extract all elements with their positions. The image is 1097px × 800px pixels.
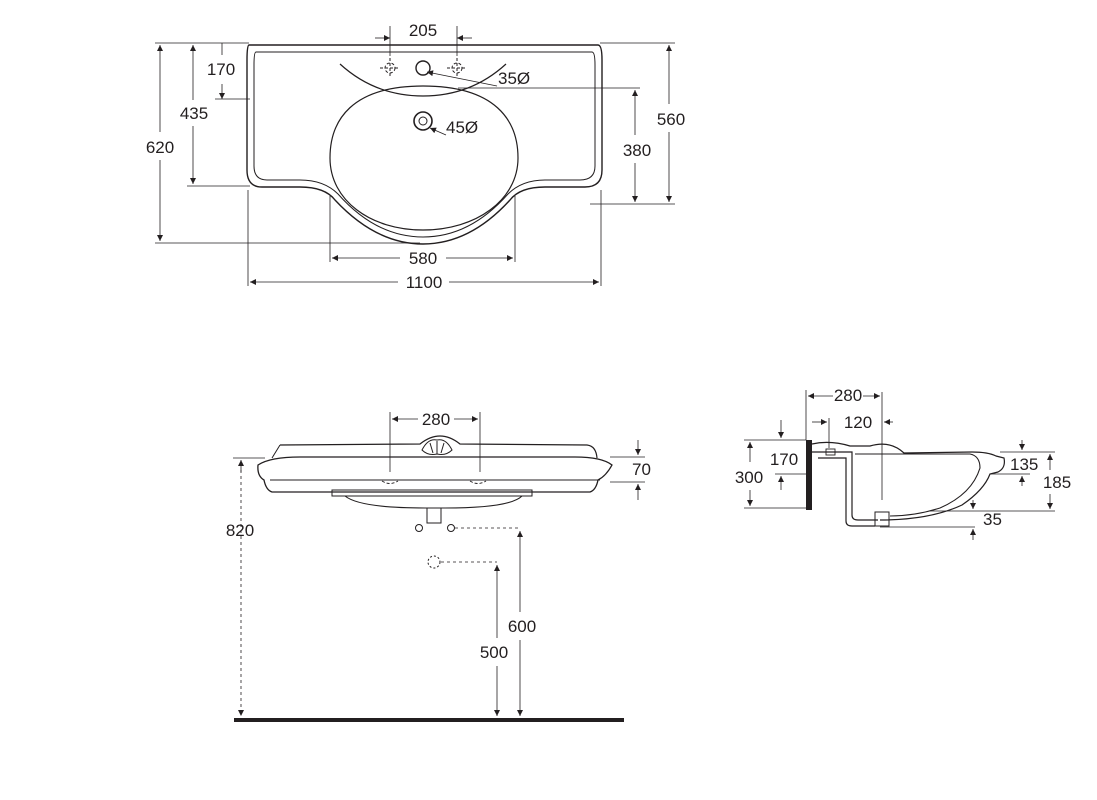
dim-side-wall-offset: 170 <box>770 450 798 469</box>
dim-tap-hole-offset: 170 <box>207 60 235 79</box>
dim-side-bowl-depth: 135 <box>1010 455 1038 474</box>
front-bowl <box>344 495 523 509</box>
dim-side-depth: 560 <box>657 110 685 129</box>
dim-install-height: 820 <box>226 521 254 540</box>
waste-outlet-icon <box>427 555 441 569</box>
side-bowl <box>855 453 981 517</box>
supply-right-icon <box>447 524 455 532</box>
side-basin-top <box>811 441 1005 521</box>
supply-left-icon <box>415 524 423 532</box>
dim-rim-height: 70 <box>632 460 651 479</box>
front-view: 280 70 820 600 500 <box>226 410 651 722</box>
tap-hole-right <box>447 58 467 78</box>
dim-supply-height: 600 <box>508 617 536 636</box>
floor-line <box>234 718 624 722</box>
dim-front-tap-spacing: 280 <box>422 410 450 429</box>
dim-bowl-width: 580 <box>409 249 437 268</box>
top-view: 205 170 435 620 35Ø 45Ø 380 <box>146 21 685 292</box>
front-drain <box>426 507 442 524</box>
dim-side-total-height: 185 <box>1043 473 1071 492</box>
dim-side-overall-height: 300 <box>735 468 763 487</box>
dim-total-depth: 620 <box>146 138 174 157</box>
dim-basin-depth-edge: 435 <box>180 104 208 123</box>
dim-bowl-depth-top: 380 <box>623 141 651 160</box>
shell-ornament <box>421 439 453 455</box>
side-wall-mount <box>806 440 812 510</box>
basin-outer-outline <box>246 44 603 245</box>
dim-side-drain-length: 35 <box>983 510 1002 529</box>
side-drain-pipe <box>812 451 878 527</box>
tap-hole-center <box>415 60 431 76</box>
tap-hole-left <box>380 58 400 78</box>
tap-deck-arc <box>339 63 507 97</box>
dim-overflow-diameter: 45Ø <box>446 118 478 137</box>
front-underside-shelf <box>331 489 533 497</box>
side-view: 280 120 170 300 135 185 35 <box>735 386 1071 540</box>
dim-side-depth: 280 <box>834 386 862 405</box>
basin-bowl <box>329 85 519 231</box>
side-drain-outlet <box>874 511 890 527</box>
dim-waste-height: 500 <box>480 643 508 662</box>
dim-tap-hole-diameter: 35Ø <box>498 69 530 88</box>
overflow-hole <box>413 111 433 131</box>
dim-side-drain-offset: 120 <box>844 413 872 432</box>
dim-tap-spacing-top: 205 <box>409 21 437 40</box>
dim-total-width: 1100 <box>406 273 443 292</box>
front-top-rim <box>279 435 598 459</box>
basin-inner-rim <box>253 51 596 238</box>
front-basin-body <box>257 456 613 493</box>
